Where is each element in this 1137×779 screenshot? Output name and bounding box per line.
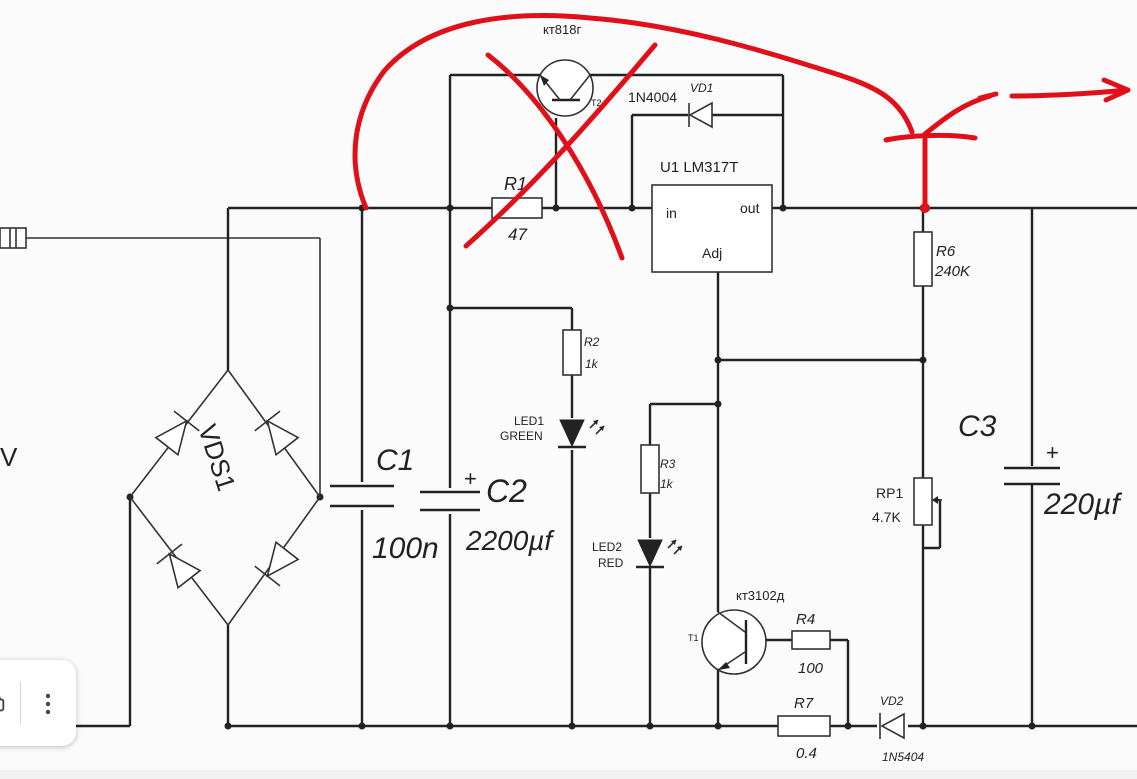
- led1-color: GREEN: [500, 429, 543, 443]
- resistor-r2: [562, 329, 582, 376]
- left-edge-label: V: [0, 442, 18, 472]
- r7-value: 0.4: [796, 745, 817, 762]
- u1-pin-adj: Adj: [702, 245, 722, 261]
- camera-icon[interactable]: [0, 688, 12, 720]
- u1-pin-in: in: [666, 205, 677, 221]
- red-annotations: [352, 13, 1131, 261]
- capacitor-c1: [330, 484, 394, 508]
- ac-input-connector: [0, 227, 27, 249]
- toolbar-divider: [20, 682, 21, 724]
- vd1-ref: VD1: [690, 81, 713, 95]
- c1-value: 100n: [372, 532, 439, 565]
- r4-value: 100: [798, 660, 824, 677]
- rp1-value: 4.7K: [872, 509, 901, 525]
- r7-ref: R7: [794, 695, 814, 712]
- resistor-r3: [640, 444, 660, 494]
- u1-title: U1 LM317T: [660, 159, 738, 176]
- vd1-type: 1N4004: [628, 89, 677, 105]
- wires: [0, 73, 1137, 728]
- t1-type: кт3102д: [736, 588, 785, 603]
- c3-ref: C3: [958, 410, 997, 443]
- c2-value: 2200µf: [465, 525, 555, 556]
- transistor-t2: [536, 59, 594, 117]
- regulator-u1: [651, 184, 773, 273]
- r4-ref: R4: [796, 611, 815, 628]
- t1-ref: T1: [688, 633, 699, 643]
- r1-value: 47: [508, 225, 527, 244]
- diode-vd1: [688, 101, 713, 129]
- r3-ref: R3: [660, 457, 676, 471]
- resistor-r6: [913, 231, 933, 287]
- junction-dots: [126, 204, 1036, 730]
- red-cross-stroke-1: [485, 52, 625, 261]
- red-arrow-up: [922, 93, 993, 137]
- red-bypass-arc: [352, 13, 915, 211]
- led1-ref: LED1: [514, 414, 544, 428]
- r2-value: 1k: [585, 357, 599, 371]
- t2-ref: T2: [591, 98, 602, 108]
- r3-value: 1k: [660, 477, 674, 491]
- diode-bridge-vds1: [128, 369, 321, 627]
- capacitor-c3: +: [1004, 440, 1060, 486]
- transistor-t1: [701, 609, 767, 675]
- led-led1: [558, 419, 605, 449]
- led2-color: RED: [598, 556, 624, 570]
- red-output-tee: [883, 132, 978, 143]
- led-led2: [636, 539, 683, 569]
- r2-ref: R2: [584, 335, 600, 349]
- svg-text:+: +: [464, 466, 477, 491]
- vd2-ref: VD2: [880, 694, 904, 708]
- more-vert-icon[interactable]: [32, 688, 64, 720]
- u1-pin-out: out: [740, 200, 760, 216]
- red-output-arrow: [1009, 87, 1131, 99]
- potentiometer-rp1: [913, 477, 942, 526]
- c2-ref: C2: [486, 473, 527, 509]
- t2-type: кт818г: [543, 22, 581, 37]
- r6-ref: R6: [936, 243, 956, 260]
- floating-toolbar: [0, 660, 76, 746]
- red-arrow-head-dot: [977, 91, 999, 101]
- bottom-strip: [0, 770, 1137, 779]
- r6-value: 240K: [934, 263, 971, 280]
- resistor-r4: [791, 630, 831, 650]
- led2-ref: LED2: [592, 540, 622, 554]
- vd2-type: 1N5404: [882, 750, 924, 764]
- red-arrow-head: [1101, 77, 1131, 103]
- c1-ref: C1: [376, 444, 414, 477]
- vds1-label: VDS1: [192, 421, 242, 495]
- capacitor-c2: +: [420, 466, 480, 512]
- rp1-ref: RP1: [876, 485, 903, 501]
- diode-vd2: [879, 712, 905, 740]
- red-cross-stroke-2: [463, 42, 658, 249]
- r1-ref: R1: [504, 174, 527, 194]
- svg-text:+: +: [1046, 440, 1059, 465]
- c3-value: 220µf: [1043, 488, 1122, 521]
- resistor-r7: [777, 715, 831, 737]
